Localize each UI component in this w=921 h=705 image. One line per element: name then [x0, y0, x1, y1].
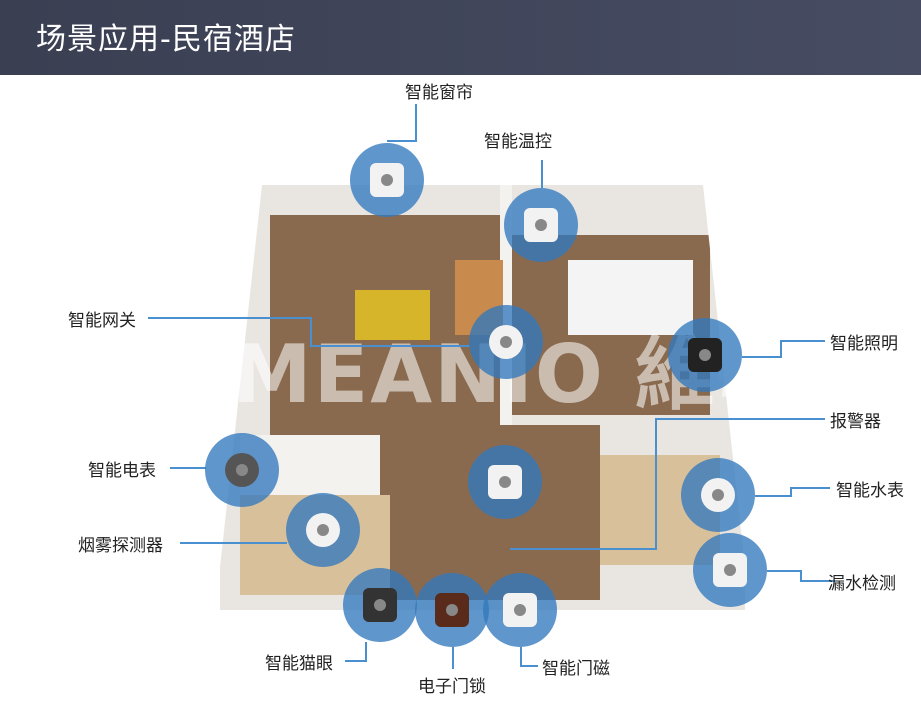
- thermostat-socket-icon: [524, 208, 558, 242]
- curtain-motor-icon: [370, 163, 404, 197]
- door-sensor-icon: [503, 593, 537, 627]
- door-lock-device[interactable]: [415, 573, 489, 647]
- smart-curtain-device[interactable]: [350, 143, 424, 217]
- smoke-detector-device[interactable]: [286, 493, 360, 567]
- smart-thermostat-device[interactable]: [504, 188, 578, 262]
- smart-lighting-device[interactable]: [668, 318, 742, 392]
- bed: [568, 260, 693, 335]
- smart-water-meter-device[interactable]: [681, 458, 755, 532]
- label-smoke-detector: 烟雾探测器: [78, 536, 163, 556]
- label-smart-peephole: 智能猫眼: [265, 654, 333, 674]
- smoke-detector-icon: [306, 513, 340, 547]
- label-leak-detection: 漏水检测: [828, 574, 896, 594]
- page-title: 场景应用-民宿酒店: [36, 22, 296, 57]
- alarm-device[interactable]: [468, 445, 542, 519]
- label-smart-meter: 智能电表: [88, 461, 156, 481]
- label-alarm: 报警器: [830, 412, 881, 432]
- gateway-icon: [489, 325, 523, 359]
- label-smart-curtain: 智能窗帘: [405, 83, 473, 103]
- light-switch-icon: [688, 338, 722, 372]
- label-door-sensor: 智能门磁: [542, 659, 610, 679]
- label-smart-lighting: 智能照明: [830, 334, 898, 354]
- smart-peephole-device[interactable]: [343, 568, 417, 642]
- leak-sensor-icon: [713, 553, 747, 587]
- alarm-button-icon: [488, 465, 522, 499]
- label-smart-gateway: 智能网关: [68, 311, 136, 331]
- peephole-camera-icon: [363, 588, 397, 622]
- water-drop-icon: [701, 478, 735, 512]
- leak-detection-device[interactable]: [693, 533, 767, 607]
- label-smart-thermostat: 智能温控: [484, 132, 552, 152]
- label-smart-water-meter: 智能水表: [836, 481, 904, 501]
- door-lock-icon: [435, 593, 469, 627]
- label-door-lock: 电子门锁: [418, 677, 486, 697]
- rug: [355, 290, 430, 340]
- smart-gateway-device[interactable]: [469, 305, 543, 379]
- door-sensor-device[interactable]: [483, 573, 557, 647]
- header-bar: 场景应用-民宿酒店: [0, 0, 921, 75]
- smart-meter-device[interactable]: [205, 433, 279, 507]
- lightning-icon: [225, 453, 259, 487]
